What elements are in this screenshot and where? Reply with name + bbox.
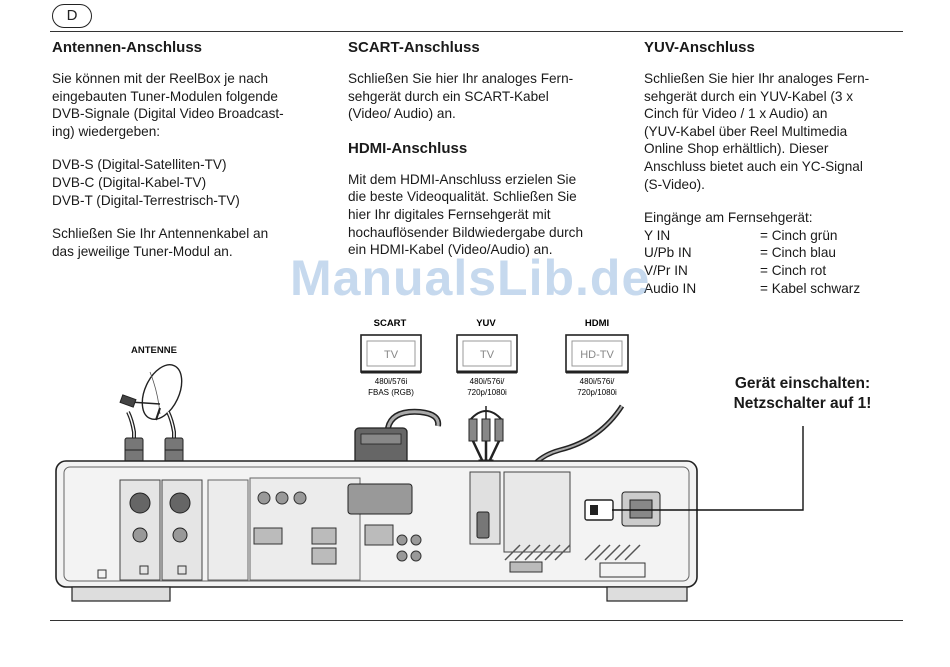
antenna-section: Antennen-Anschluss Sie können mit der Re… <box>52 38 322 260</box>
antenna-text-line: das jeweilige Tuner-Modul an. <box>52 243 233 259</box>
antenna-label: ANTENNE <box>131 345 177 356</box>
tv-input-key: Y IN <box>644 227 671 243</box>
yuv-text-line: sehgerät durch ein YUV-Kabel (3 x <box>644 88 854 104</box>
scart-text-line: Schließen Sie hier Ihr analoges Fern- <box>348 71 574 86</box>
hdmi-spec-1: 480i/576i/ <box>580 377 615 386</box>
antenna-text-line: Sie können mit der ReelBox je nach <box>52 71 269 86</box>
hdtv-screen: HD-TV <box>580 349 614 361</box>
tv-input-key: Audio IN <box>644 280 697 296</box>
yuv-label: YUV <box>476 318 496 329</box>
hdtv-icon <box>565 334 629 374</box>
scart-tv-icon <box>360 334 422 374</box>
scart-spec-1: 480i/576i <box>375 377 408 386</box>
yuv-text-line: Anschluss bietet auch ein YC-Signal <box>644 158 863 174</box>
bottom-rule <box>50 620 903 621</box>
tv-input-value: = Cinch blau <box>760 245 836 261</box>
hdmi-text-line: die beste Videoqualität. Schließen Sie <box>348 189 577 205</box>
hdmi-text-line: ein HDMI-Kabel (Video/Audio) an. <box>348 242 553 258</box>
hdmi-label: HDMI <box>585 318 609 329</box>
tv-input-value: = Cinch grün <box>760 227 838 243</box>
yuv-text-line: Schließen Sie hier Ihr analoges Fern- <box>644 71 870 86</box>
satellite-dish-icon <box>119 364 183 421</box>
yuv-text-line: (YUV-Kabel über Reel Multimedia <box>644 123 848 139</box>
antenna-heading: Antennen-Anschluss <box>52 39 203 56</box>
watermark: ManualsLib.de <box>290 250 651 306</box>
tv-input-row: U/Pb IN = Cinch blau <box>644 244 909 262</box>
tv-input-row: V/Pr IN = Cinch rot <box>644 262 909 280</box>
hdmi-spec-2: 720p/1080i <box>577 388 617 397</box>
callout-pointer <box>612 426 804 511</box>
yuv-heading: YUV-Anschluss <box>644 39 755 56</box>
dvb-list-item: DVB-T (Digital-Terrestrisch-TV) <box>52 192 240 208</box>
antenna-text-line: DVB-Signale (Digital Video Broadcast- <box>52 106 284 122</box>
yuv-spec-1: 480i/576i/ <box>470 377 505 386</box>
tv-input-value: = Cinch rot <box>760 262 827 278</box>
callout-line: Gerät einschalten: <box>734 375 871 392</box>
antenna-text-line: eingebauten Tuner-Modulen folgende <box>52 88 278 104</box>
yuv-text-line: Online Shop erhältlich). Dieser <box>644 141 829 157</box>
scart-spec-2: FBAS (RGB) <box>368 388 414 397</box>
scart-text-line: sehgerät durch ein SCART-Kabel <box>348 88 549 104</box>
scart-text-line: (Video/ Audio) an. <box>348 106 456 122</box>
language-badge: D <box>52 4 92 28</box>
receiver-rear-panel <box>55 460 698 602</box>
tv-input-key: V/Pr IN <box>644 262 688 278</box>
hdmi-text-line: hier Ihr digitales Fernsehgerät mit <box>348 206 551 222</box>
scart-label: SCART <box>374 318 407 329</box>
scart-heading: SCART-Anschluss <box>348 39 480 56</box>
top-rule <box>50 31 903 32</box>
dvb-list-item: DVB-C (Digital-Kabel-TV) <box>52 174 207 190</box>
antenna-text-line: ing) wiedergeben: <box>52 123 161 139</box>
scart-tv-screen: TV <box>384 349 399 361</box>
tv-input-value: = Kabel schwarz <box>760 280 861 296</box>
yuv-spec-2: 720p/1080i <box>467 388 507 397</box>
power-switch-callout: Gerät einschalten: Netzschalter auf 1! <box>700 374 905 414</box>
tv-input-row: Audio IN = Kabel schwarz <box>644 280 909 298</box>
antenna-text-line: Schließen Sie Ihr Antennenkabel an <box>52 226 269 242</box>
yuv-tv-icon <box>456 334 518 374</box>
hdmi-text-line: Mit dem HDMI-Anschluss erzielen Sie <box>348 171 577 187</box>
yuv-text-line: Cinch für Video / 1 x Audio) an <box>644 106 828 122</box>
scart-hdmi-section: SCART-Anschluss Schließen Sie hier Ihr a… <box>348 38 623 259</box>
hdmi-heading: HDMI-Anschluss <box>348 139 468 157</box>
tv-input-row: Y IN = Cinch grün <box>644 227 909 245</box>
dvb-list-item: DVB-S (Digital-Satelliten-TV) <box>52 157 227 173</box>
callout-line: Netzschalter auf 1! <box>733 395 872 412</box>
yuv-section: YUV-Anschluss Schließen Sie hier Ihr ana… <box>644 38 909 297</box>
tv-inputs-title: Eingänge am Fernsehgerät: <box>644 210 813 226</box>
tv-input-key: U/Pb IN <box>644 245 692 261</box>
hdmi-text-line: hochauflösender Bildwiedergabe durch <box>348 224 584 240</box>
yuv-tv-screen: TV <box>480 349 495 361</box>
yuv-text-line: (S-Video). <box>644 176 705 192</box>
